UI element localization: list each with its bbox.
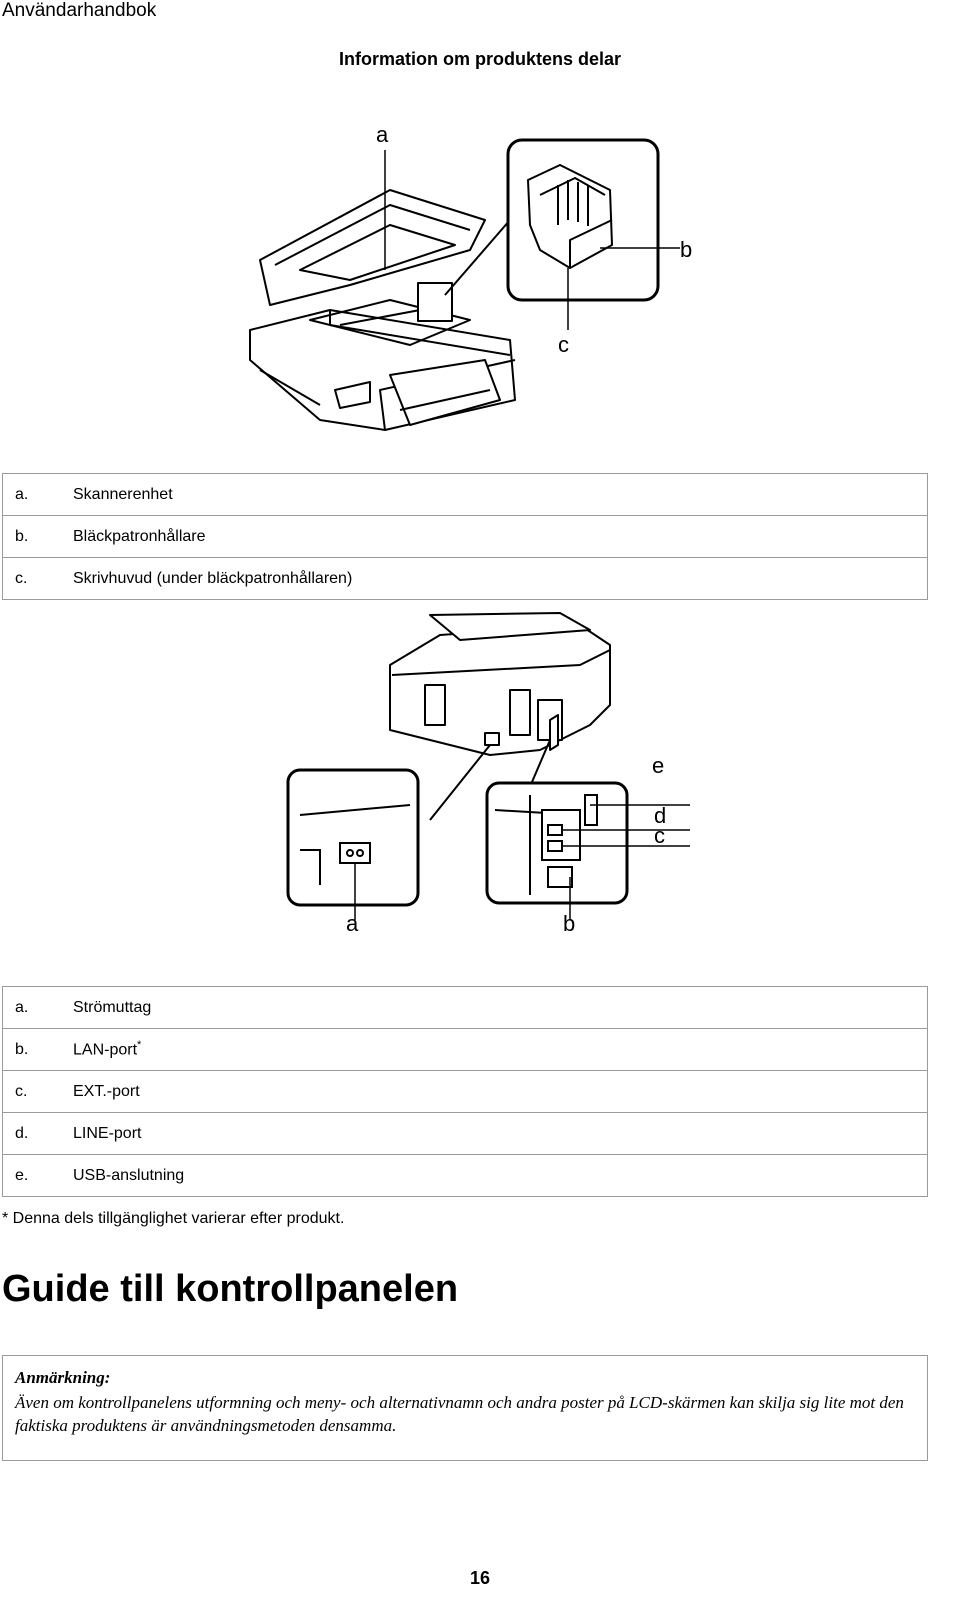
row-value: LINE-port (73, 1112, 928, 1155)
figure1-label-b: b (680, 237, 693, 262)
parts-table-2: a. Strömuttag b. LAN-port* c. EXT.-port … (2, 986, 928, 1197)
table-row: b. Bläckpatronhållare (2, 515, 928, 558)
table-row: c. EXT.-port (2, 1070, 928, 1113)
table-row: b. LAN-port* (2, 1028, 928, 1071)
row-key: a. (2, 986, 73, 1029)
parts-table-1: a. Skannerenhet b. Bläckpatronhållare c.… (2, 473, 928, 600)
power-inlet-inset-frame (286, 768, 420, 907)
leader-line-inset (444, 219, 511, 296)
row-value: USB-anslutning (73, 1154, 928, 1197)
row-value: EXT.-port (73, 1070, 928, 1113)
printer-rear-illustration: a b e d c (280, 605, 700, 960)
footnote-marker: * (137, 1039, 142, 1052)
printer-rear-drawing (286, 612, 690, 920)
note-title: Anmärkning: (15, 1368, 111, 1387)
table-row: d. LINE-port (2, 1112, 928, 1155)
table-row: e. USB-anslutning (2, 1154, 928, 1197)
row-value: LAN-port (73, 1041, 138, 1059)
leader-line-left-inset (429, 744, 491, 821)
figure1-label-c: c (558, 332, 569, 357)
row-key: c. (2, 1070, 73, 1113)
figure2-label-d: d (654, 803, 667, 828)
figure2-label-e: e (652, 753, 665, 778)
note-body: Även om kontrollpanelens utformning och … (15, 1393, 904, 1435)
cartridge-holder-drawing (527, 164, 613, 269)
guide-heading: Guide till kontrollpanelen (2, 1268, 459, 1310)
row-key: c. (2, 557, 73, 600)
table-row: c. Skrivhuvud (under bläckpatronhållaren… (2, 557, 928, 600)
figure2-label-b: b (563, 911, 576, 936)
row-key: d. (2, 1112, 73, 1155)
row-key: b. (2, 1028, 73, 1071)
row-value-with-footnote: LAN-port* (73, 1028, 928, 1071)
row-key: b. (2, 515, 73, 558)
row-value: Skrivhuvud (under bläckpatronhållaren) (73, 557, 928, 600)
manual-header-title: Användarhandbok (2, 0, 157, 21)
printer-open-drawing (249, 138, 680, 431)
figure1-label-a: a (376, 122, 389, 147)
footnote: * Denna dels tillgänglighet varierar eft… (2, 1210, 345, 1227)
row-value: Bläckpatronhållare (73, 515, 928, 558)
page-number: 16 (469, 1568, 491, 1588)
row-value: Strömuttag (73, 986, 928, 1029)
row-value: Skannerenhet (73, 473, 928, 516)
power-inlet-drawing (299, 804, 411, 885)
ports-drawing (494, 794, 598, 895)
table-row: a. Skannerenhet (2, 473, 928, 516)
note-box: Anmärkning: Även om kontrollpanelens utf… (2, 1355, 928, 1461)
row-key: a. (2, 473, 73, 516)
figure2-label-a: a (346, 911, 359, 936)
row-key: e. (2, 1154, 73, 1197)
section-title: Information om produktens delar (338, 49, 622, 69)
figure2-label-c: c (654, 823, 665, 848)
table-row: a. Strömuttag (2, 986, 928, 1029)
printer-open-illustration: a b c (240, 120, 740, 450)
